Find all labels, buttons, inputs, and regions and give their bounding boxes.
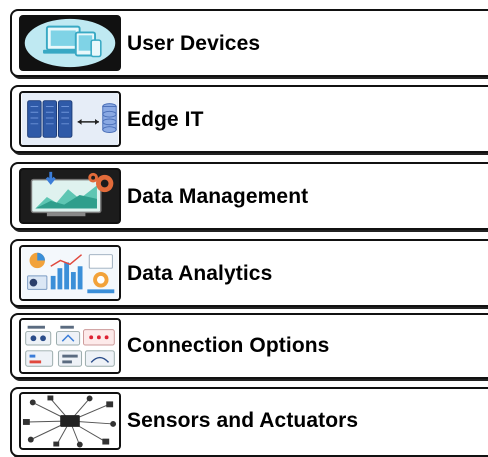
server-rack-icon [19,91,121,147]
layer-label: Edge IT [127,108,204,131]
layer-user-devices: User Devices [10,9,488,77]
sensors-icon [19,392,121,450]
layer-label: Data Management [127,185,309,208]
connection-options-icon [19,318,121,374]
layer-label: Data Analytics [127,262,273,285]
layer-label: User Devices [127,32,261,55]
layer-edge-it: Edge IT [10,85,488,153]
layer-data-analytics: Data Analytics [10,239,488,307]
analytics-dashboard-icon [19,245,121,301]
layer-label: Connection Options [127,334,330,357]
devices-icon [19,15,121,71]
data-management-icon [19,168,121,224]
layer-connection-options: Connection Options [10,313,488,379]
layer-label: Sensors and Actuators [127,409,359,432]
layer-sensors-actuators: Sensors and Actuators [10,387,488,457]
layer-data-management: Data Management [10,162,488,230]
